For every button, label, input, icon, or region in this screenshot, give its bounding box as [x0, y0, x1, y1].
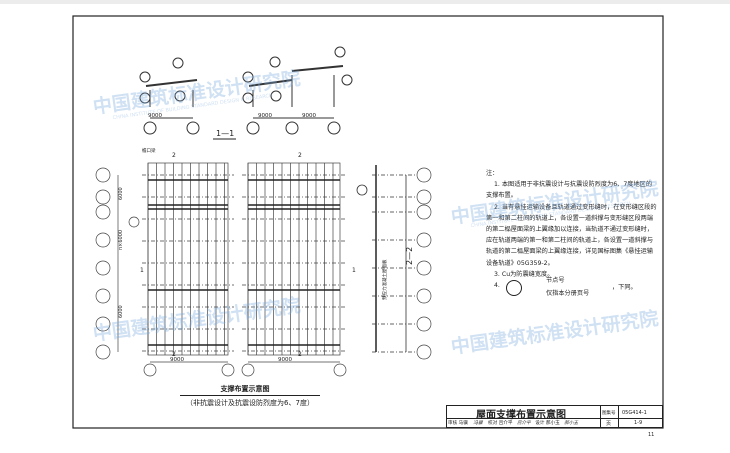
title-block-vline — [618, 405, 619, 428]
axis-bubble — [327, 121, 341, 135]
roof-panel-note: 预应力混凝土屋面板 — [381, 259, 388, 300]
reviewer-name: 马骥 — [458, 421, 468, 426]
detail-callout — [172, 57, 184, 69]
notes-title: 注： — [486, 170, 499, 177]
detail-callout — [270, 90, 282, 102]
dim-9000-a: 9000 — [148, 113, 162, 119]
section-2-2 — [356, 165, 417, 353]
plan-dim-9000-left: 9000 — [170, 357, 184, 363]
review-label: 审核 — [448, 421, 458, 426]
axis-bubble — [95, 316, 111, 332]
legend-page: 仅指本分册页号 — [546, 290, 590, 298]
plan-label-2-top-right: 2 — [298, 152, 302, 159]
title-block-divider — [446, 418, 663, 419]
roof-beam — [248, 79, 293, 87]
page-number: 11 — [648, 432, 655, 438]
axis-bubble — [241, 363, 255, 377]
dim-9000-b: 9000 — [258, 113, 272, 119]
roof-beam — [145, 79, 198, 87]
legend-node: 节点号 — [546, 277, 565, 285]
plan-caption: 支撑布置示意图 — [220, 385, 270, 393]
detail-callout — [269, 56, 281, 68]
axis-bubble — [416, 344, 432, 360]
detail-callout — [174, 90, 186, 102]
axis-bubble — [416, 232, 432, 248]
plan-views — [95, 162, 432, 377]
plan-label-2-bottom: 2 — [172, 351, 176, 358]
detail-callout — [128, 216, 140, 228]
axis-bubble — [416, 316, 432, 332]
legend-suffix: ，下同。 — [612, 284, 637, 292]
caption-underline — [180, 395, 320, 396]
axis-bubble — [95, 189, 111, 205]
plan-outline — [247, 162, 341, 356]
axis-bubble — [95, 232, 111, 248]
reviewer-signature: 冯骥 — [473, 421, 483, 426]
axis-bubble — [143, 121, 157, 135]
axis-bubble — [416, 189, 432, 205]
detail-callout — [356, 184, 368, 196]
axis-bubble — [246, 121, 260, 135]
designer-name: 郝小玉 — [545, 421, 560, 426]
section-1-1-label: 1—1 — [216, 129, 234, 138]
page-label: 页 — [606, 421, 612, 427]
section-2-2-label: 2—2 — [405, 247, 414, 265]
drawing-title: 屋面支撑布置示意图 — [476, 410, 566, 421]
plan-dim-vertical: n×6000 — [118, 230, 124, 250]
notes: 注： 1. 本图适用于非抗震设计与抗震设防烈度为6、7度地区的支撑布置。 2. … — [486, 168, 658, 302]
note-item-legend: 4. 节点号 仅指本分册页号 ，下同。 — [486, 277, 658, 302]
checker-signature: 吕介平 — [516, 421, 531, 426]
plan-label-2-bottom-right: 2 — [298, 351, 302, 358]
note-item: 1. 本图适用于非抗震设计与抗震设防烈度为6、7度地区的支撑布置。 — [486, 181, 653, 200]
axis-bubble — [143, 363, 157, 377]
node-symbol-icon — [506, 280, 522, 297]
axis-bubble — [95, 288, 111, 304]
plan-subcaption: （非抗震设计及抗震设防烈度为6、7度） — [186, 399, 314, 407]
detail-callout — [242, 92, 254, 104]
detail-callout — [139, 71, 151, 83]
axis-bubble — [95, 260, 111, 276]
roof-beam — [291, 65, 344, 72]
note-item: 4. — [494, 282, 500, 290]
axis-bubble — [333, 363, 347, 377]
title-block-vline — [600, 405, 601, 428]
plan-label-2-top: 2 — [172, 152, 176, 159]
signature-row: 审核 马骥 冯骥 校对 吕介平 吕介平 设计 郝小玉 郝小玉 — [448, 420, 578, 426]
note-item: 3. Cu为防震缝宽度。 — [494, 270, 554, 278]
axis-bubble — [186, 121, 200, 135]
plan-label-1-left: 1 — [140, 267, 144, 274]
design-label: 设计 — [535, 421, 545, 426]
dim-9000-c: 9000 — [302, 113, 316, 119]
designer-signature: 郝小玉 — [564, 421, 578, 426]
note-item: 2. 当有悬挂运输设备且轨道通过变形缝时，在变形缝区段的第一和第二柱间的轨道上，… — [486, 203, 657, 267]
axis-bubble — [285, 121, 299, 135]
axis-bubble — [95, 204, 111, 220]
checker-name: 吕介平 — [498, 421, 513, 426]
atlas-label: 图集号 — [602, 411, 616, 416]
title-block — [446, 405, 663, 428]
axis-bubble — [416, 260, 432, 276]
section-1-1 — [139, 46, 353, 135]
axis-bubble — [416, 288, 432, 304]
plan-label-1-right: 1 — [352, 267, 356, 274]
axis-bubble — [416, 204, 432, 220]
detail-callout — [341, 74, 353, 86]
page-code: 1-9 — [634, 420, 643, 426]
detail-callout — [139, 92, 151, 104]
plan-dim-vertical: 6000 — [118, 187, 124, 200]
atlas-number: 05G414-1 — [622, 410, 647, 416]
plan-dim-9000-right: 9000 — [278, 357, 292, 363]
edge-beam-label: 檐口梁 — [142, 147, 156, 154]
axis-bubble — [221, 363, 235, 377]
detail-callout — [242, 71, 254, 83]
axis-bubble — [95, 167, 111, 183]
drawing-frame — [72, 15, 664, 429]
top-bar — [0, 0, 730, 4]
check-label: 校对 — [488, 421, 498, 426]
axis-bubble — [416, 167, 432, 183]
axis-bubble — [95, 344, 111, 360]
detail-callout — [334, 46, 346, 58]
plan-dim-vertical: 6000 — [118, 305, 124, 318]
